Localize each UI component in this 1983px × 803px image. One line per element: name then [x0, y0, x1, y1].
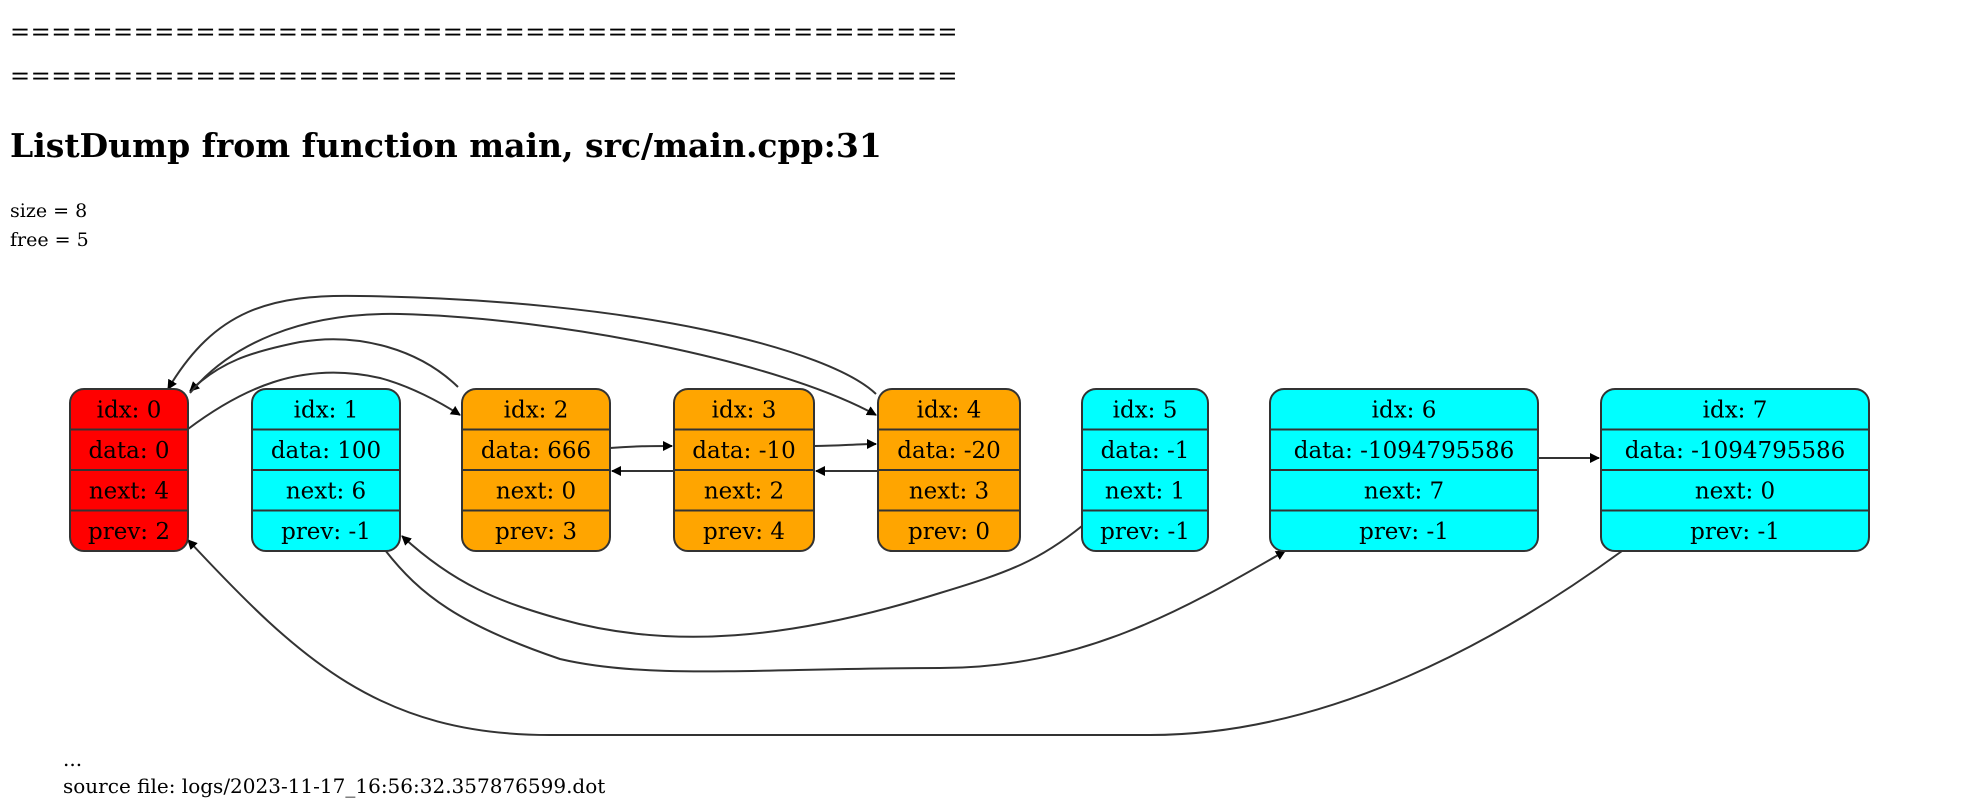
size-stat: size = 8: [10, 200, 88, 222]
node-next-label: next: 6: [286, 478, 366, 504]
separator-bottom: ========================================…: [10, 62, 959, 90]
list-node-2: idx: 2 data: 666 next: 0 prev: 3: [461, 388, 611, 552]
node-next-label: next: 3: [909, 478, 989, 504]
list-node-6: idx: 6 data: -1094795586 next: 7 prev: -1: [1269, 388, 1539, 552]
node-idx-label: idx: 3: [712, 397, 777, 423]
list-node-7: idx: 7 data: -1094795586 next: 0 prev: -1: [1600, 388, 1870, 552]
node-idx-label: idx: 6: [1372, 397, 1437, 423]
node-idx-label: idx: 1: [294, 397, 359, 423]
edge-7-to-0: [187, 539, 1623, 736]
nodes-layer: idx: 0 data: 0 next: 4 prev: 2 idx: 1 data: 1…: [69, 388, 1870, 552]
list-node-3: idx: 3 data: -10 next: 2 prev: 4: [673, 388, 815, 552]
node-data-label: data: -1094795586: [1625, 438, 1846, 464]
list-node-5: idx: 5 data: -1 next: 1 prev: -1: [1081, 388, 1209, 552]
edge-2-to-3: [609, 441, 673, 452]
node-data-label: data: 0: [88, 438, 169, 464]
node-prev-label: prev: -1: [1690, 519, 1780, 545]
edge-4-to-0: [167, 294, 877, 395]
node-next-label: next: 2: [704, 478, 784, 504]
edge-0-to-4: [189, 312, 877, 416]
node-idx-label: idx: 5: [1113, 397, 1178, 423]
edge-3-to-4: [813, 439, 877, 450]
node-prev-label: prev: 2: [88, 519, 170, 545]
footer-ellipsis: ...: [63, 747, 83, 771]
node-data-label: data: -1: [1101, 438, 1190, 464]
node-prev-label: prev: 0: [908, 519, 990, 545]
list-node-0: idx: 0 data: 0 next: 4 prev: 2: [69, 388, 189, 552]
node-next-label: next: 0: [1695, 478, 1775, 504]
edge-5-to-1: [401, 525, 1083, 638]
node-next-label: next: 0: [496, 478, 576, 504]
free-stat: free = 5: [10, 229, 89, 251]
node-idx-label: idx: 2: [504, 397, 569, 423]
source-file-path: source file: logs/2023-11-17_16:56:32.35…: [63, 774, 606, 798]
node-prev-label: prev: -1: [1100, 519, 1190, 545]
list-node-4: idx: 4 data: -20 next: 3 prev: 0: [877, 388, 1021, 552]
node-next-label: next: 7: [1364, 478, 1444, 504]
edge-0-to-2: [187, 371, 461, 430]
separator-top: ========================================…: [10, 18, 959, 46]
edges-layer: [167, 294, 1623, 736]
edge-2-to-0: [189, 338, 459, 392]
node-data-label: data: -20: [897, 438, 1001, 464]
node-data-label: data: 100: [271, 438, 381, 464]
node-next-label: next: 1: [1105, 478, 1185, 504]
node-prev-label: prev: -1: [1359, 519, 1449, 545]
node-prev-label: prev: 4: [703, 519, 785, 545]
node-prev-label: prev: -1: [281, 519, 371, 545]
node-data-label: data: -1094795586: [1294, 438, 1515, 464]
node-idx-label: idx: 7: [1703, 397, 1768, 423]
node-prev-label: prev: 3: [495, 519, 577, 545]
node-idx-label: idx: 0: [97, 397, 162, 423]
node-data-label: data: -10: [692, 438, 796, 464]
page-title: ListDump from function main, src/main.cp…: [10, 126, 882, 165]
node-data-label: data: 666: [481, 438, 591, 464]
node-idx-label: idx: 4: [917, 397, 982, 423]
list-node-1: idx: 1 data: 100 next: 6 prev: -1: [251, 388, 401, 552]
node-next-label: next: 4: [89, 478, 169, 504]
edge-1-to-6: [384, 549, 1286, 673]
